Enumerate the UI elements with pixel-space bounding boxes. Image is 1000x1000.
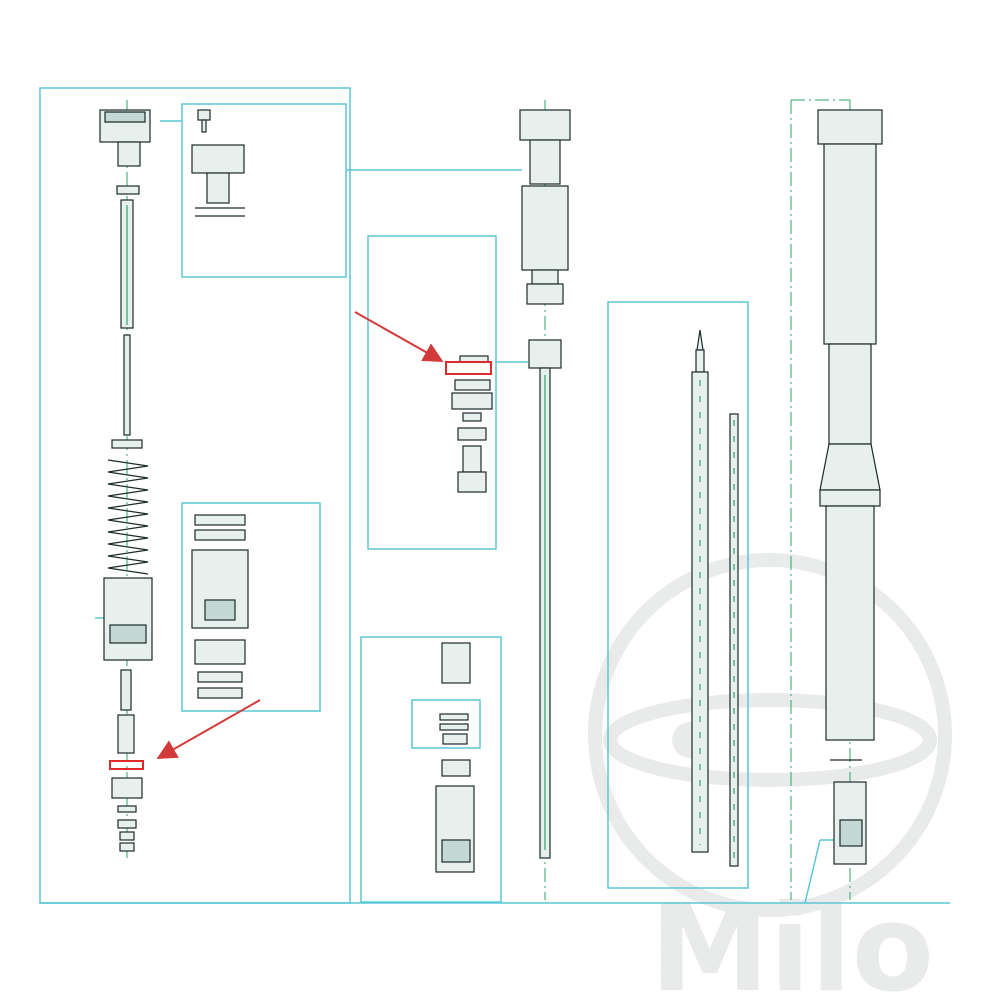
watermark-text: Milo [650,880,934,1000]
bottom-detail [435,642,475,873]
arrow-icon [156,699,261,759]
spring-seat [111,439,143,449]
outer-fork-tube [817,109,883,865]
damper-detail [191,514,249,699]
lower-valve-body [117,714,135,754]
frame-left-large [39,87,351,904]
watermark-logo-icon: Milo [588,553,952,1000]
damper-body [103,577,153,661]
top-cap-neck [117,141,141,167]
top-cap-detail [191,109,245,217]
spring [107,459,149,575]
piston-detail [445,355,493,493]
frame-piston-detail [367,235,497,550]
left-cartridge-assembly [99,109,153,852]
tube-detail [691,329,739,867]
frame-damper-detail [181,502,321,712]
seal-ring-upper [445,361,492,375]
frame-bottom-detail [360,636,502,903]
lower-piston [111,777,143,799]
middle-assembly [519,109,571,859]
valve-stem [120,669,132,711]
arrow-icon [354,311,444,362]
seal-ring-lower [109,760,144,770]
nut [116,185,140,195]
frame-inner-small [411,699,481,749]
frame-tube-detail [607,301,749,889]
frame-top-cap-detail [181,103,347,278]
arrow-icons [156,311,444,759]
frame-lines [39,87,950,904]
rod-thin [123,334,131,436]
